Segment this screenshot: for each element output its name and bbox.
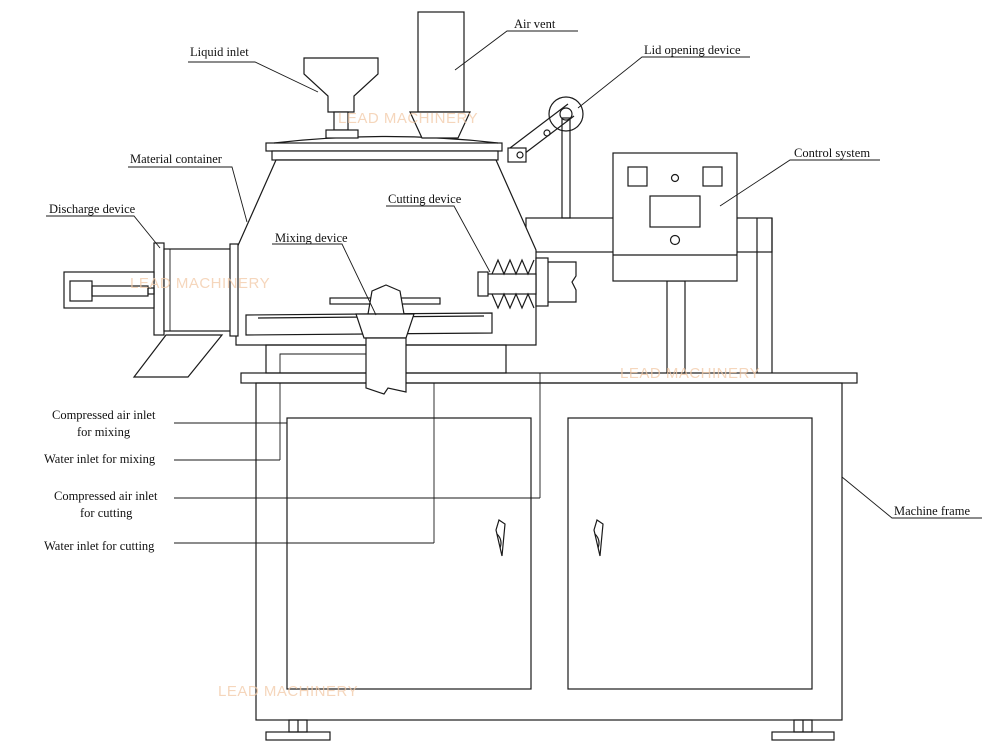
leader-liquid-inlet — [188, 61, 319, 93]
air-vent — [409, 11, 471, 139]
right-cabinet-door — [567, 417, 813, 690]
leader-lines — [46, 30, 982, 544]
watermark: LEAD MACHINERY — [338, 110, 478, 127]
left-door-handle — [495, 519, 506, 557]
leader-air-vent — [454, 30, 578, 71]
left-foot — [265, 719, 331, 741]
inlet-pipes — [279, 353, 541, 543]
label-liquid-inlet: Liquid inlet — [190, 45, 249, 59]
leader-discharge-device — [46, 215, 161, 249]
right-foot — [771, 719, 835, 741]
label-mixing-device: Mixing device — [275, 231, 348, 245]
label-discharge-device: Discharge device — [49, 202, 136, 216]
leader-lid-opening — [577, 56, 750, 109]
leader-control-system — [719, 159, 880, 207]
label-lid-opening-device: Lid opening device — [644, 43, 741, 57]
left-cabinet-door — [286, 417, 532, 690]
machine-frame — [240, 372, 858, 741]
label-air-vent: Air vent — [514, 17, 556, 31]
leader-machine-frame — [841, 476, 982, 519]
leader-mixing-device — [272, 243, 377, 316]
label-compressed-air-cutting: Compressed air inlet — [54, 489, 158, 503]
control-display — [649, 195, 701, 228]
label-machine-frame: Machine frame — [894, 504, 970, 518]
cutting-device — [477, 257, 577, 310]
discharge-device — [63, 242, 239, 378]
material-container — [235, 135, 537, 374]
label-compressed-air-mixing: Compressed air inlet — [52, 408, 156, 422]
leader-cutting-device — [386, 205, 491, 273]
leader-material-container — [128, 166, 248, 223]
watermark: LEAD MACHINERY — [130, 275, 270, 292]
label-compressed-air-mixing-2: for mixing — [77, 425, 131, 439]
indicator-square-left — [627, 166, 648, 187]
label-control-system: Control system — [794, 146, 870, 160]
lid-opening-device — [507, 96, 584, 219]
watermark: LEAD MACHINERY — [620, 365, 760, 382]
control-system — [525, 152, 773, 374]
label-compressed-air-cutting-2: for cutting — [80, 506, 133, 520]
indicator-square-right — [702, 166, 723, 187]
label-cutting-device: Cutting device — [388, 192, 462, 206]
watermark: LEAD MACHINERY — [218, 683, 358, 700]
label-water-inlet-mixing: Water inlet for mixing — [44, 452, 156, 466]
control-knob — [669, 234, 681, 246]
label-material-container: Material container — [130, 152, 223, 166]
right-door-handle — [593, 519, 604, 557]
mixing-device — [329, 284, 441, 395]
liquid-inlet — [303, 57, 379, 139]
label-water-inlet-cutting: Water inlet for cutting — [44, 539, 155, 553]
